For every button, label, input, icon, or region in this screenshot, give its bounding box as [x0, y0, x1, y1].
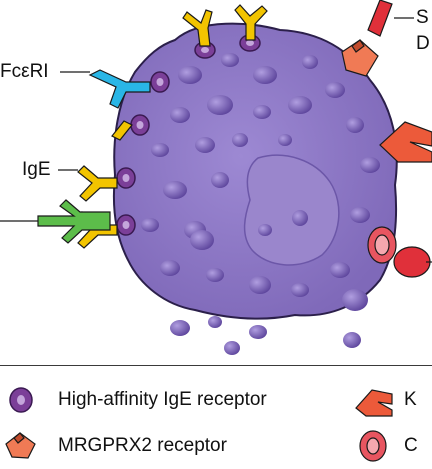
legend-mrgprx2-label: MRGPRX2 receptor: [58, 435, 227, 456]
mrgprx2-receptor: [341, 39, 379, 77]
legend-icon-k: [355, 389, 393, 417]
legend-high-affinity-label: High-affinity IgE receptor: [58, 389, 267, 410]
legend-icon-c: [359, 430, 387, 462]
granules: [141, 53, 380, 297]
nucleus: [243, 154, 340, 266]
red-receptor: [367, 0, 393, 37]
legend-c-label: C: [404, 435, 418, 456]
c-receptor: [367, 226, 431, 278]
ige-antibodies-top: [182, 4, 268, 47]
legend-divider: [0, 365, 432, 366]
label-ige: IgE: [22, 159, 51, 180]
legend-icon-mrgprx2: [5, 432, 36, 459]
leader-lines: [0, 17, 432, 263]
legend-k-label: K: [404, 389, 417, 410]
green-antibody: [37, 199, 111, 244]
label-top-right-1: S: [416, 7, 429, 28]
fceri-antibody: [88, 69, 151, 109]
label-top-right-2: D: [416, 33, 430, 54]
label-fceri: FcεRI: [0, 61, 49, 82]
legend-icon-high-affinity: [9, 387, 33, 413]
released-granules: [170, 230, 368, 355]
k-receptor: [379, 121, 432, 163]
